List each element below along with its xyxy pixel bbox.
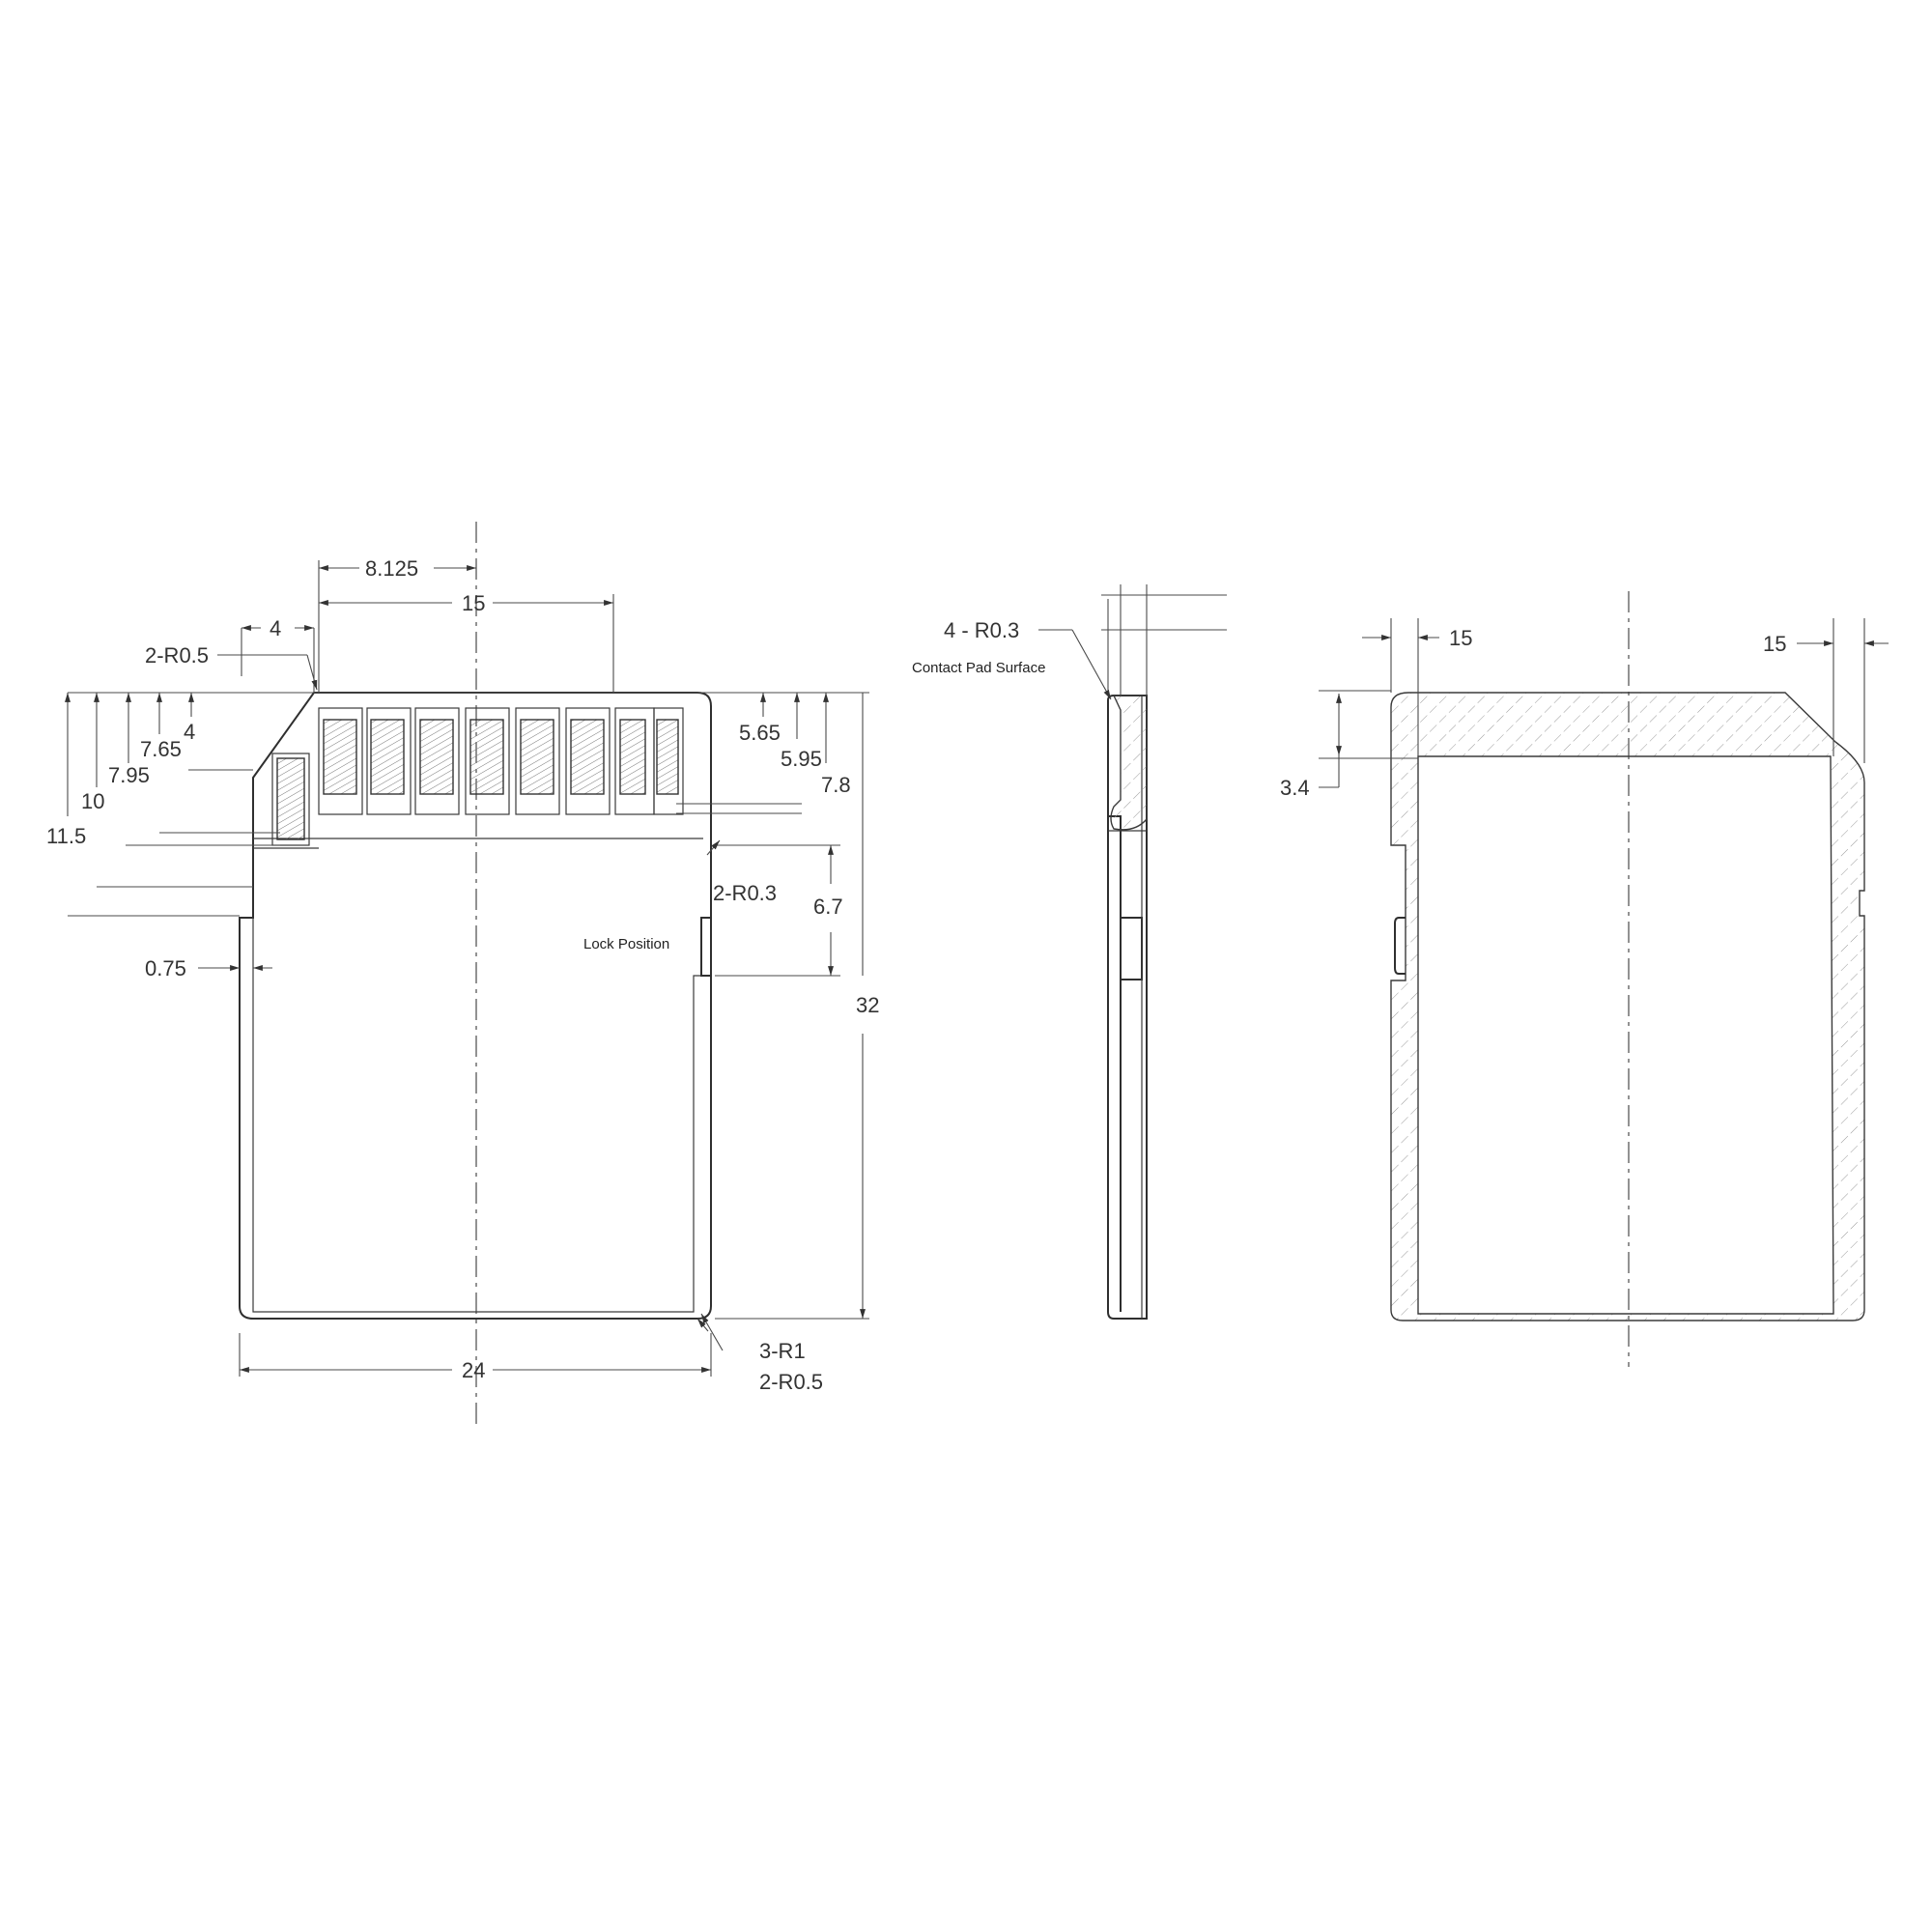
dim-7-95: 7.95 xyxy=(108,763,150,787)
back-lock-notch xyxy=(1394,917,1406,975)
back-shell-section xyxy=(1390,692,1865,1321)
back-dimension-lines xyxy=(1319,618,1889,788)
dim-7-8: 7.8 xyxy=(821,773,851,797)
dim-4-top: 4 xyxy=(270,616,281,640)
contact-pad-surface-label: Contact Pad Surface xyxy=(912,660,1045,676)
front-inner-edge xyxy=(252,918,711,1313)
dim-15-right: 15 xyxy=(1763,632,1786,656)
dim-10: 10 xyxy=(81,789,104,813)
radius-2r05-bottom: 2-R0.5 xyxy=(759,1370,823,1394)
contact-pad xyxy=(520,719,554,795)
dim-7-65: 7.65 xyxy=(140,737,182,761)
contact-pad xyxy=(619,719,646,795)
side-step xyxy=(1108,815,1122,1312)
pad-outlines xyxy=(271,707,684,846)
radius-3r1: 3-R1 xyxy=(759,1339,806,1363)
dim-0-75: 0.75 xyxy=(145,956,186,980)
side-contact-pad-section xyxy=(1110,695,1148,831)
dim-3-4: 3.4 xyxy=(1280,776,1310,800)
contact-pad xyxy=(419,719,454,795)
back-view: 15 15 3.4 xyxy=(1280,591,1889,1367)
dim-5-65: 5.65 xyxy=(739,721,781,745)
contact-pads xyxy=(271,707,684,846)
lock-position-label: Lock Position xyxy=(583,936,669,952)
dim-24: 24 xyxy=(462,1358,485,1382)
front-dimension-labels: 8.125 15 4 2-R0.5 4 7.65 7.95 10 11.5 0.… xyxy=(46,556,879,1394)
radius-2r03: 2-R0.3 xyxy=(713,881,777,905)
side-lock-switch xyxy=(1120,917,1143,980)
dim-15: 15 xyxy=(462,591,485,615)
dim-8-125: 8.125 xyxy=(365,556,418,581)
dim-4-left: 4 xyxy=(184,720,195,744)
contact-pad xyxy=(323,719,357,795)
lock-notch xyxy=(700,917,711,977)
contact-pad xyxy=(570,719,605,795)
front-extension-lines xyxy=(68,560,869,1377)
dim-6-7: 6.7 xyxy=(813,895,843,919)
side-view: 4 - R0.3 Contact Pad Surface xyxy=(912,584,1227,1320)
front-dimension-arrows xyxy=(65,565,866,1373)
contact-pad xyxy=(370,719,405,795)
contact-pad xyxy=(276,757,305,840)
dim-32: 32 xyxy=(856,993,879,1017)
radius-4r03: 4 - R0.3 xyxy=(944,618,1019,642)
dim-11-5: 11.5 xyxy=(46,824,86,848)
dim-15-left: 15 xyxy=(1449,626,1472,650)
contact-pad xyxy=(469,719,504,795)
dim-5-95: 5.95 xyxy=(781,747,822,771)
side-dimension-lines xyxy=(1038,584,1227,700)
radius-2r05-top: 2-R0.5 xyxy=(145,643,209,668)
front-view: 8.125 15 4 2-R0.5 4 7.65 7.95 10 11.5 0.… xyxy=(46,522,879,1425)
contact-pad xyxy=(656,719,679,795)
